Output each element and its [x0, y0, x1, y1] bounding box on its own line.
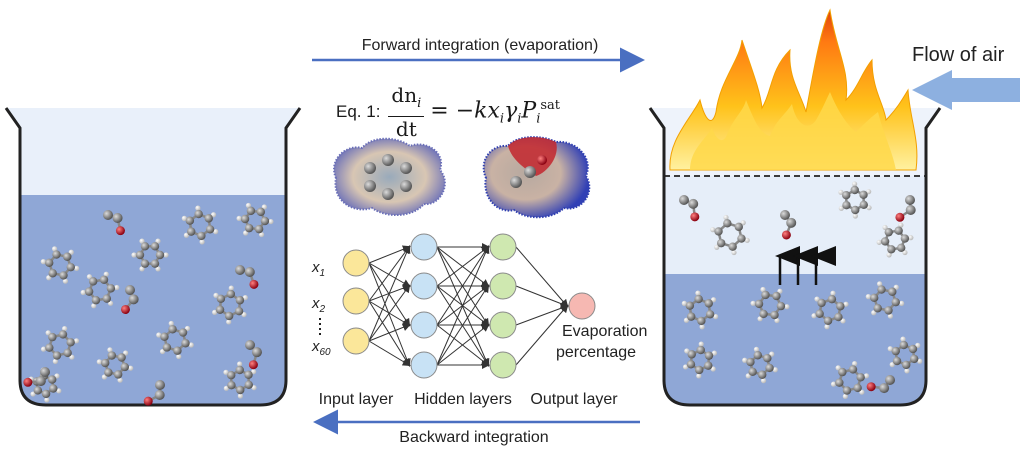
equation-rhs: = −kxiγiPisat [430, 98, 560, 127]
alcohol-molecule [245, 340, 262, 370]
aromatic-molecule [40, 246, 80, 284]
flow-of-air: Flow of air [912, 44, 1020, 110]
equation-fraction: dni dt [388, 83, 425, 141]
right-beaker-outline [648, 107, 942, 407]
aromatic-molecule [742, 346, 778, 384]
equation-rhs-sub: i [517, 111, 522, 127]
network-edge [368, 245, 411, 302]
aromatic-molecule [681, 290, 719, 330]
aromatic-molecule [830, 361, 870, 399]
aromatic-molecule [876, 222, 914, 258]
equation-numerator-sub: i [417, 96, 422, 111]
network-edge [515, 304, 569, 366]
equation-rhs-text: = −kx [430, 97, 500, 123]
network-edge [515, 304, 569, 326]
aromatic-molecule [865, 281, 905, 319]
equation-sat: sat [540, 97, 561, 113]
left-beaker-outline [4, 107, 302, 407]
equation-p: P [521, 97, 537, 123]
right-molecules [679, 181, 923, 399]
network-edge [368, 323, 411, 342]
input-x60-label: x60 [311, 338, 331, 358]
air-arrow-icon [912, 70, 1020, 110]
aromatic-molecule [223, 361, 257, 399]
input-x1-label: x1 [311, 259, 325, 279]
network-node-hidden1 [410, 351, 438, 379]
network-node-output [568, 292, 596, 320]
aromatic-molecule [750, 286, 790, 324]
network-node-hidden2 [489, 233, 517, 261]
network-nodes [342, 233, 596, 379]
flow-of-air-label: Flow of air [912, 44, 1005, 66]
left-liquid [20, 195, 286, 405]
alcohol-molecule [120, 285, 139, 314]
network-node-hidden2 [489, 311, 517, 339]
aromatic-molecule [40, 326, 80, 364]
network-node-input [342, 249, 370, 277]
alcohol-molecule [780, 210, 797, 240]
alcohol-molecule [895, 195, 916, 222]
equation-gamma: γ [504, 97, 518, 123]
equation-rhs-sub: i [499, 111, 505, 127]
aromatic-molecule [710, 214, 750, 256]
input-layer-label: Input layer [319, 391, 394, 408]
equation-label: Eq. 1: [336, 102, 381, 121]
aromatic-molecule [181, 205, 219, 245]
network-edge [515, 285, 569, 308]
aromatic-molecule [887, 336, 923, 374]
forward-label: Forward integration (evaporation) [362, 37, 599, 54]
network-edge [436, 284, 490, 366]
backward-label: Backward integration [399, 429, 548, 446]
aromatic-molecule [682, 341, 718, 379]
right-beaker [648, 8, 942, 407]
aromatic-molecule [156, 320, 194, 360]
equation: Eq. 1: dni dt = −kxiγiPisat [336, 82, 606, 142]
evaporation-label-line1: Evaporation [562, 323, 647, 340]
aromatic-molecule [80, 271, 120, 309]
molecular-surface-2 [482, 136, 591, 219]
network-node-hidden1 [410, 272, 438, 300]
aromatic-molecule [838, 181, 872, 219]
network-node-hidden1 [410, 233, 438, 261]
network-node-hidden2 [489, 272, 517, 300]
aromatic-molecule [131, 238, 169, 272]
left-molecules [23, 202, 274, 406]
network-edge [515, 246, 569, 308]
alcohol-molecule [679, 195, 700, 222]
right-liquid [664, 274, 926, 405]
output-layer-label: Output layer [530, 391, 618, 408]
alcohol-molecule [143, 380, 165, 406]
evaporation-label-line2: percentage [556, 344, 636, 361]
equation-numerator: dn [391, 83, 418, 107]
molecular-surface-1 [333, 137, 446, 216]
alcohol-molecule [103, 210, 125, 236]
aromatic-molecule [236, 202, 274, 238]
network-edge [436, 245, 490, 287]
network-edge [368, 245, 411, 342]
left-beaker [4, 107, 302, 407]
network-edge [436, 245, 490, 366]
network-edge [368, 284, 411, 342]
network-node-hidden2 [489, 351, 517, 379]
network-node-hidden1 [410, 311, 438, 339]
input-x2-label: x2 [311, 295, 326, 315]
equation-rhs-sub: i [536, 111, 541, 127]
aromatic-molecule [811, 290, 849, 330]
network-node-input [342, 287, 370, 315]
network-node-input [342, 327, 370, 355]
equation-denominator: dt [395, 117, 417, 141]
network-edge [368, 340, 411, 367]
alcohol-molecule [235, 265, 259, 289]
alcohol-molecule [23, 367, 50, 387]
alcohol-molecule [866, 375, 895, 394]
hidden-layers-label: Hidden layers [414, 391, 512, 408]
aromatic-molecule [212, 285, 248, 325]
flame-icon [669, 8, 918, 171]
network-edges [368, 243, 569, 369]
network-edge [436, 245, 490, 326]
aromatic-molecule [96, 347, 134, 383]
network-edge [436, 323, 490, 366]
